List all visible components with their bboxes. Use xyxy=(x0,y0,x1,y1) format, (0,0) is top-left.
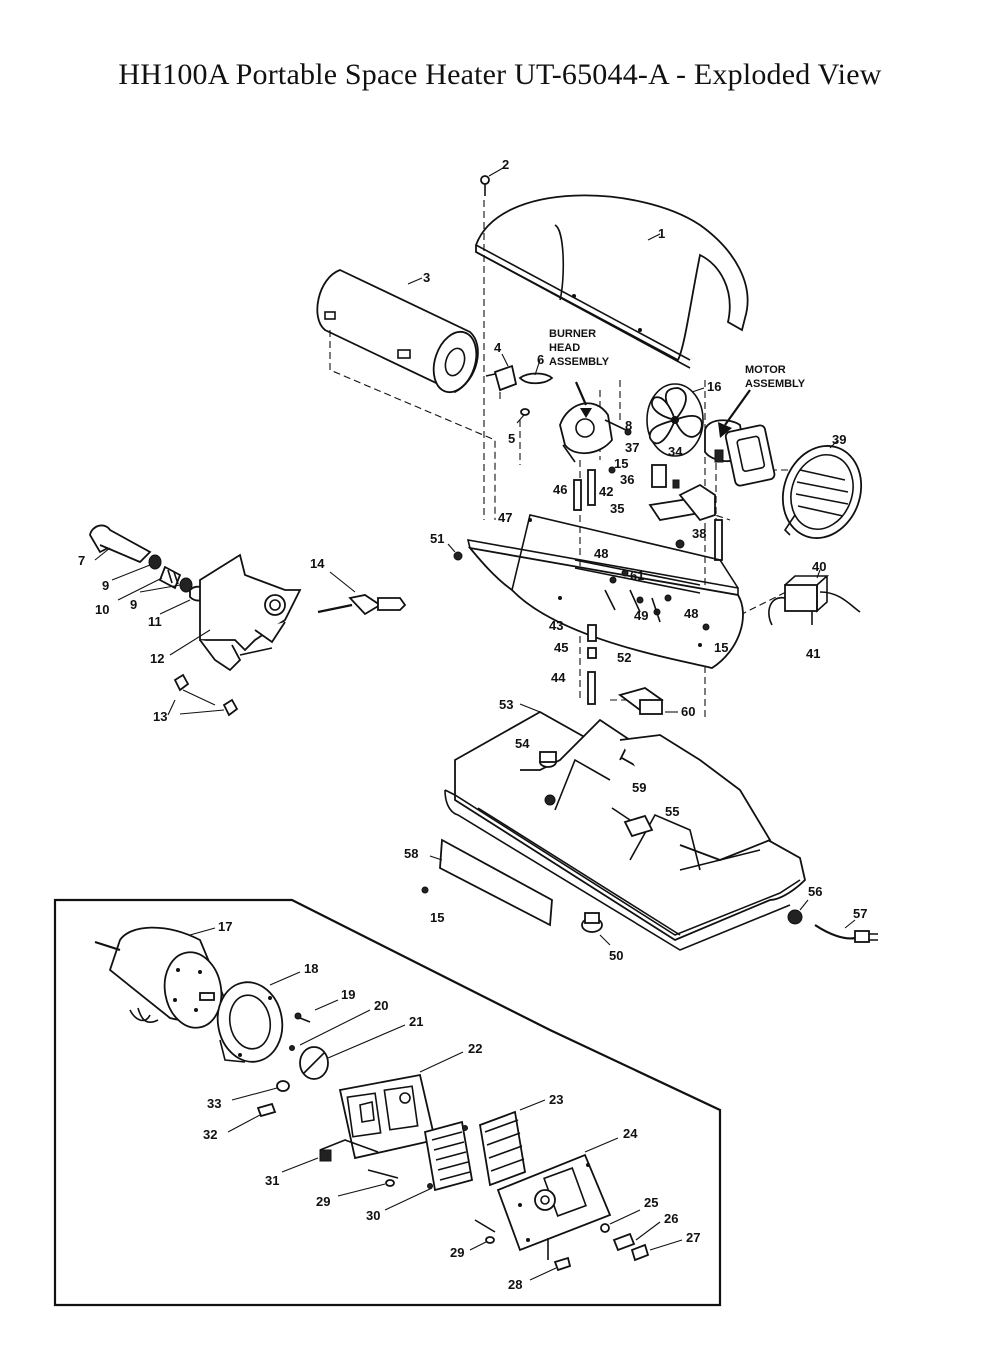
part-label: 11 xyxy=(148,614,162,629)
fan-guard-grille xyxy=(781,439,863,539)
burner-callout-line-2: HEAD xyxy=(549,342,580,354)
burner-callout-line-1: BURNER xyxy=(549,328,596,340)
fittings xyxy=(587,569,710,705)
screw-part-2 xyxy=(480,167,504,196)
motor-callout-line-2: ASSEMBLY xyxy=(745,378,806,390)
part-label: 27 xyxy=(686,1230,700,1245)
part-label: 15 xyxy=(430,910,444,925)
front-panel xyxy=(421,838,553,927)
part-label: 42 xyxy=(599,484,613,499)
part-label: 47 xyxy=(498,510,512,525)
ignition-components xyxy=(573,428,723,561)
part-label: 59 xyxy=(632,780,646,795)
part-label: 7 xyxy=(78,553,85,568)
part-label: 48 xyxy=(684,606,698,621)
part-label: 33 xyxy=(207,1096,221,1111)
part-label: 61 xyxy=(630,568,644,583)
part-label: 15 xyxy=(714,640,728,655)
part-label: 46 xyxy=(553,482,567,497)
part-label: 58 xyxy=(404,846,418,861)
combustion-chamber xyxy=(316,269,479,394)
fan-blade xyxy=(646,383,705,457)
part-label: 20 xyxy=(374,998,388,1013)
burner-callout-line-3: ASSEMBLY xyxy=(549,356,610,368)
part-label: 24 xyxy=(623,1126,638,1141)
transformer xyxy=(768,569,861,626)
part-label: 39 xyxy=(832,432,846,447)
page-title: HH100A Portable Space Heater UT-65044-A … xyxy=(118,58,882,91)
top-shell xyxy=(475,194,749,369)
part-label: 21 xyxy=(409,1014,423,1029)
fuel-tank xyxy=(444,703,806,951)
switch-part-60 xyxy=(618,687,678,715)
nozzle-adapter xyxy=(485,353,554,424)
part-label: 29 xyxy=(450,1245,464,1260)
part-label: 1 xyxy=(658,226,665,241)
part-label: 23 xyxy=(549,1092,563,1107)
motor-callout: MOTOR ASSEMBLY xyxy=(745,364,806,390)
inset-motor-detail xyxy=(53,898,722,1307)
part-label: 43 xyxy=(549,618,563,633)
part-label: 37 xyxy=(625,440,639,455)
part-label: 49 xyxy=(634,608,648,623)
part-label: 56 xyxy=(808,884,822,899)
part-label: 52 xyxy=(617,650,631,665)
part-label: 26 xyxy=(664,1211,678,1226)
part-label: 34 xyxy=(668,444,683,459)
screw-part-51 xyxy=(447,543,463,561)
part-label: 40 xyxy=(812,559,826,574)
part-label: 32 xyxy=(203,1127,217,1142)
part-label: 41 xyxy=(806,646,820,661)
burner-head-callout: BURNER HEAD ASSEMBLY xyxy=(549,328,610,368)
power-cord xyxy=(787,899,878,943)
part-label: 13 xyxy=(153,709,167,724)
part-label: 57 xyxy=(853,906,867,921)
burner-head-assembly xyxy=(559,381,631,463)
part-label: 51 xyxy=(430,531,444,546)
part-label: 6 xyxy=(537,352,544,367)
part-label: 16 xyxy=(707,379,721,394)
part-label: 10 xyxy=(95,602,109,617)
part-label: 22 xyxy=(468,1041,482,1056)
part-number-labels: 2 1 3 4 6 5 16 8 37 34 15 36 46 42 35 39… xyxy=(78,157,867,1292)
part-label: 45 xyxy=(554,640,568,655)
thermocouple-part-14 xyxy=(317,571,407,616)
part-label: 48 xyxy=(594,546,608,561)
part-label: 9 xyxy=(102,578,109,593)
part-label: 14 xyxy=(310,556,325,571)
motor-assembly xyxy=(704,389,776,487)
part-label: 8 xyxy=(625,418,632,433)
part-label: 54 xyxy=(515,736,530,751)
part-label: 15 xyxy=(614,456,628,471)
part-label: 30 xyxy=(366,1208,380,1223)
part-label: 29 xyxy=(316,1194,330,1209)
part-label: 19 xyxy=(341,987,355,1002)
part-label: 25 xyxy=(644,1195,658,1210)
part-label: 31 xyxy=(265,1173,279,1188)
nozzle-assembly xyxy=(89,524,302,717)
part-label: 55 xyxy=(665,804,679,819)
part-label: 18 xyxy=(304,961,318,976)
part-label: 44 xyxy=(551,670,566,685)
motor-callout-line-1: MOTOR xyxy=(745,364,786,376)
part-label: 35 xyxy=(610,501,624,516)
part-label: 28 xyxy=(508,1277,522,1292)
part-label: 36 xyxy=(620,472,634,487)
part-label: 17 xyxy=(218,919,232,934)
part-label: 5 xyxy=(508,431,515,446)
part-label: 4 xyxy=(494,340,502,355)
lower-shell xyxy=(466,514,744,669)
part-label: 3 xyxy=(423,270,430,285)
part-label: 2 xyxy=(502,157,509,172)
part-label: 12 xyxy=(150,651,164,666)
part-label: 53 xyxy=(499,697,513,712)
part-label: 9 xyxy=(130,597,137,612)
part-label: 50 xyxy=(609,948,623,963)
part-label: 38 xyxy=(692,526,706,541)
part-label: 60 xyxy=(681,704,695,719)
drain-plug xyxy=(581,912,611,946)
